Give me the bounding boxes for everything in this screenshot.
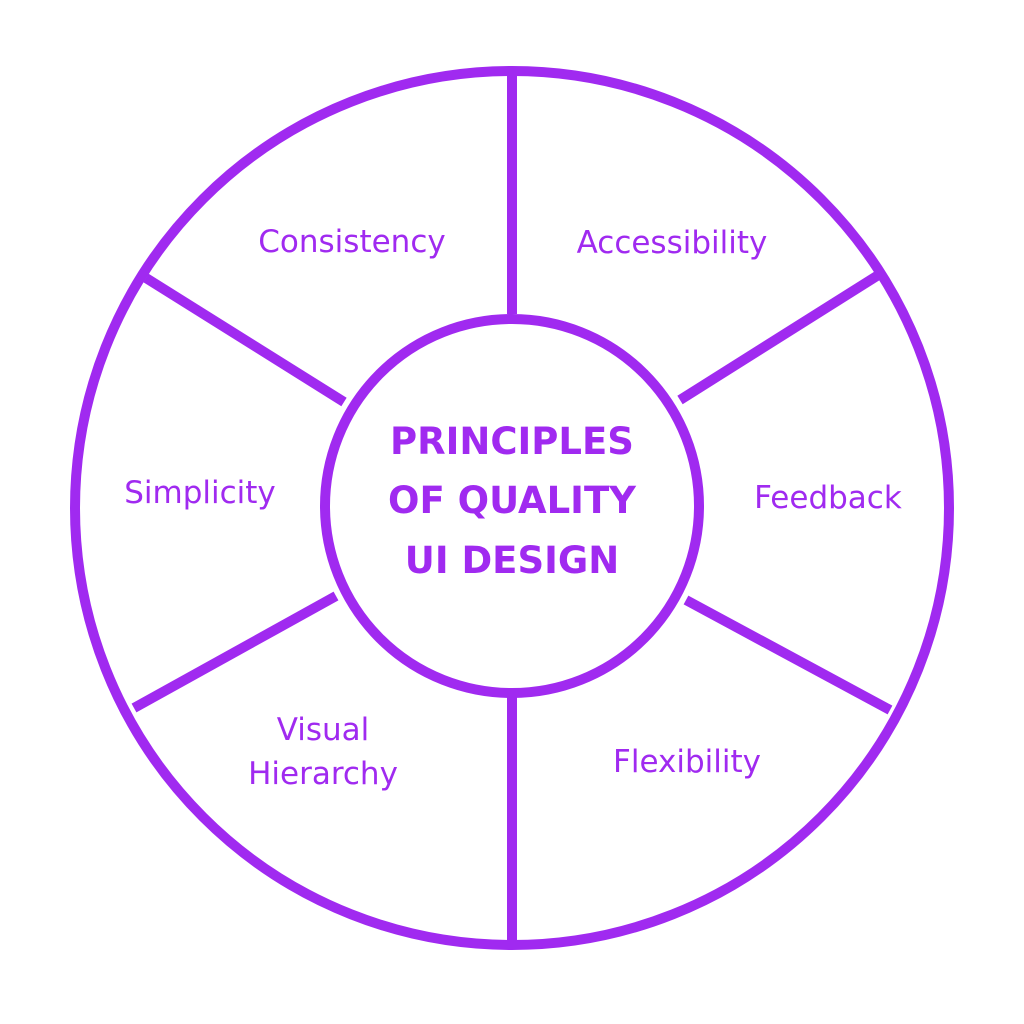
center-hub	[320, 314, 704, 698]
spoke-upper-left	[143, 273, 347, 407]
spoke-lower-right	[683, 595, 893, 715]
spoke-lower-left	[131, 591, 339, 713]
center-title-line-1: PRINCIPLES	[390, 420, 634, 463]
center-title-line-3: UI DESIGN	[405, 539, 619, 582]
segment-label-accessibility: Accessibility	[577, 225, 768, 261]
segment-label-visual-hierarchy-line-2: Hierarchy	[248, 756, 398, 792]
segment-label-visual-hierarchy-line-1: Visual	[277, 712, 370, 748]
segment-label-flexibility: Flexibility	[613, 744, 761, 780]
center-title-line-2: OF QUALITY	[388, 479, 637, 522]
segment-label-consistency: Consistency	[258, 224, 445, 260]
segment-label-simplicity: Simplicity	[124, 475, 276, 511]
segment-label-feedback: Feedback	[754, 480, 902, 516]
spoke-upper-right	[677, 269, 883, 405]
